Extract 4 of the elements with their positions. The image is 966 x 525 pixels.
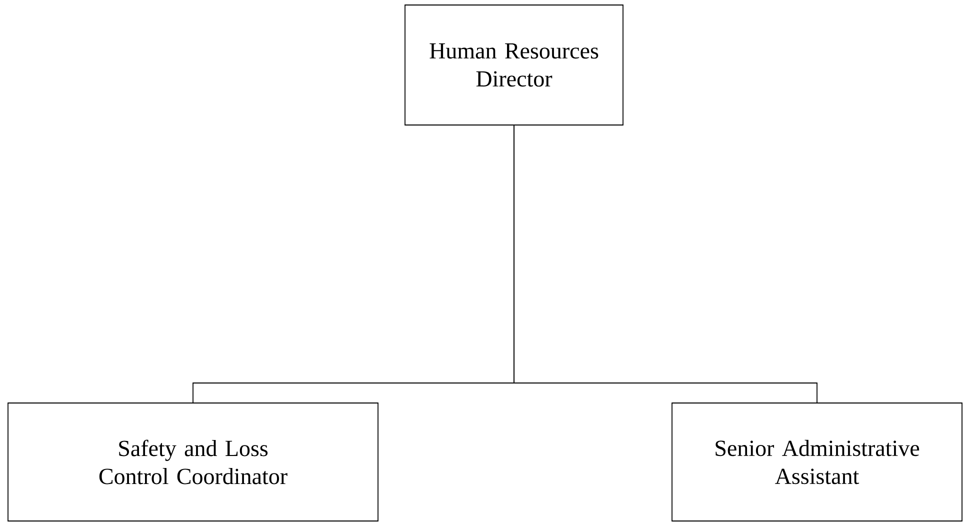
- position-box: Safety and Loss Control Coordinator: [8, 402, 378, 522]
- connector-line: [514, 125, 818, 403]
- position-box: Human Resources Director: [404, 4, 624, 126]
- position-box: Senior Administrative Assistant: [672, 402, 962, 522]
